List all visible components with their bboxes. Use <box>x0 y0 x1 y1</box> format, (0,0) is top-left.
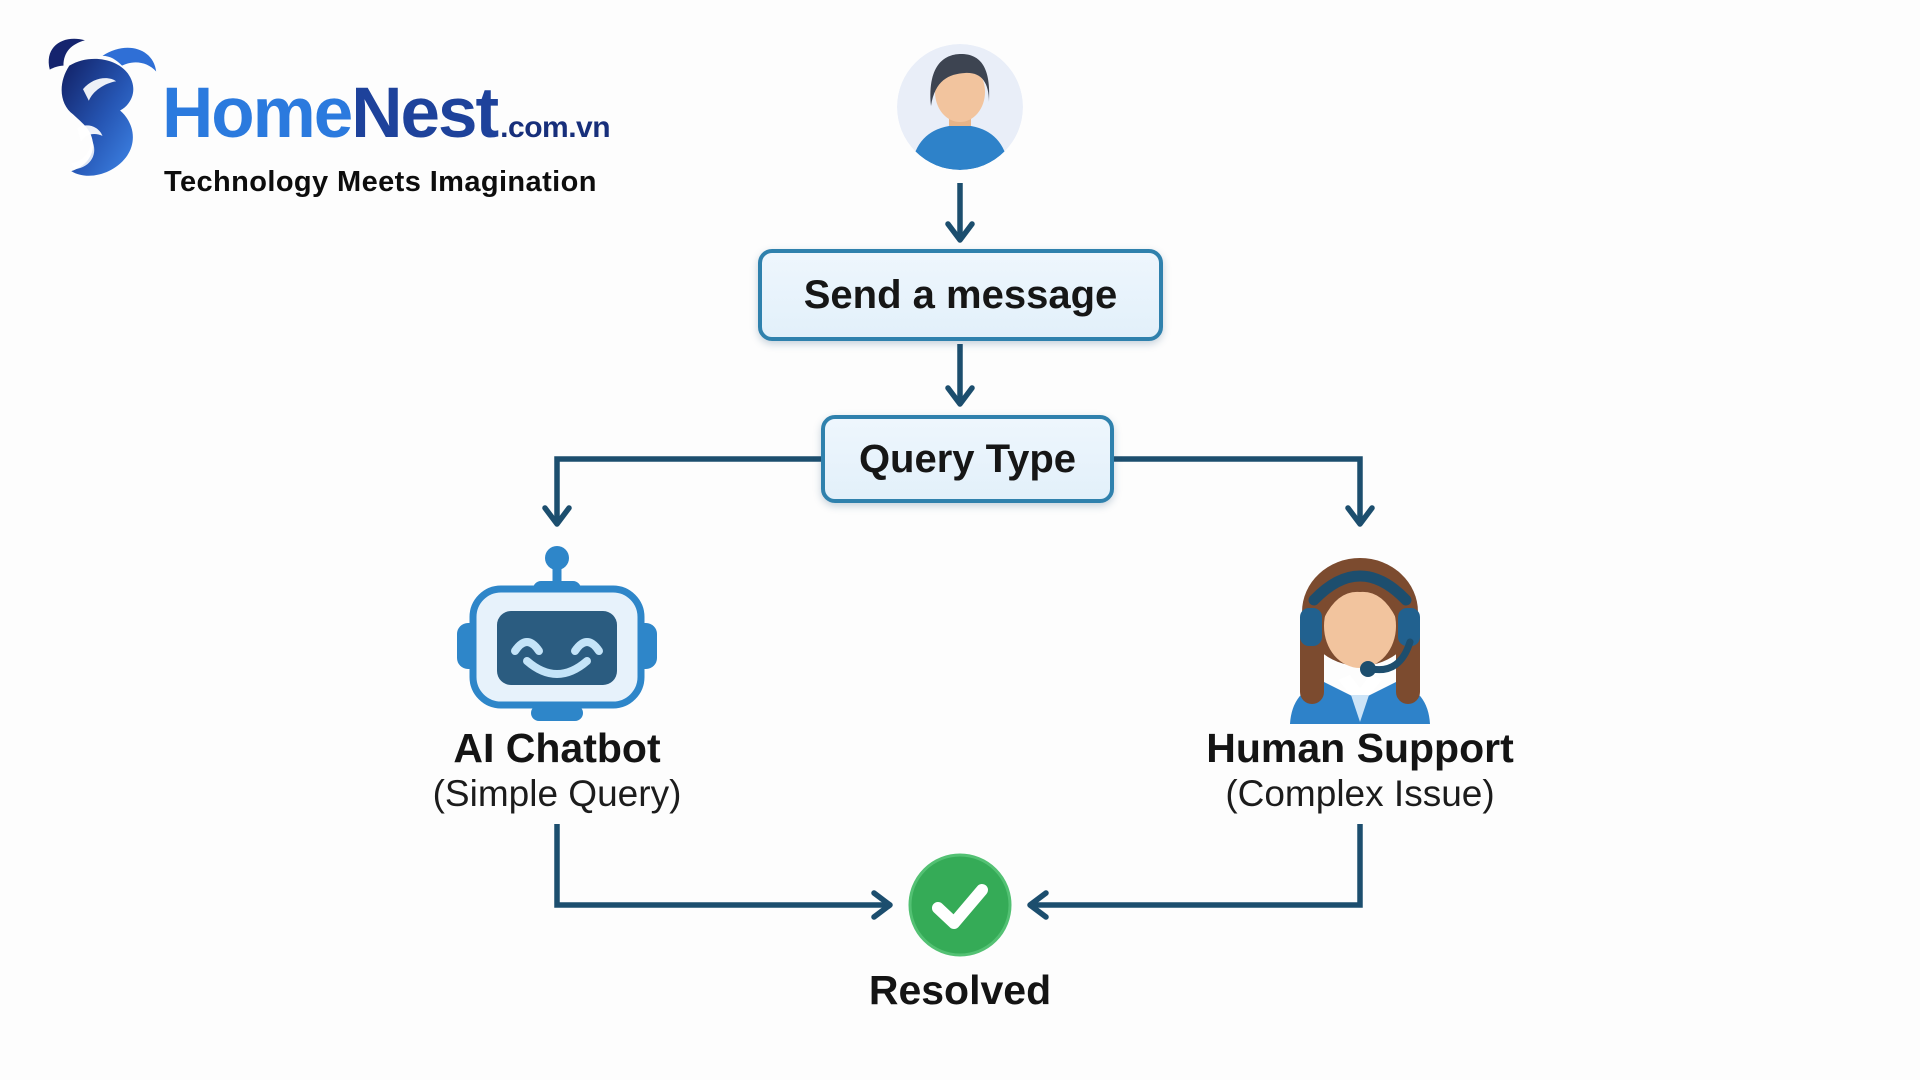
resolved-node <box>908 853 1012 957</box>
ai-chatbot-node <box>457 545 657 723</box>
brand-primary-text: Home <box>162 74 353 153</box>
query-type-box: Query Type <box>821 415 1114 503</box>
ai-chatbot-label: AI Chatbot (Simple Query) <box>337 724 777 816</box>
user-node <box>897 44 1023 170</box>
query-type-label: Query Type <box>858 436 1077 481</box>
edge-chatbot-to-resolved-arrow <box>554 824 893 920</box>
send-message-box: Send a message <box>758 249 1163 341</box>
human-support-title: Human Support <box>1206 725 1514 771</box>
bull-logo-icon <box>48 38 157 176</box>
user-avatar-icon <box>897 44 1023 170</box>
brand-tagline: Technology Meets Imagination <box>164 166 597 198</box>
ai-chatbot-title: AI Chatbot <box>453 725 661 771</box>
resolved-label: Resolved <box>740 966 1180 1014</box>
robot-icon <box>457 546 657 721</box>
human-support-node <box>1258 542 1462 724</box>
brand-secondary-text: Nest <box>351 74 499 153</box>
edge-query-to-human-arrow <box>1106 456 1375 527</box>
check-circle-icon <box>908 853 1012 957</box>
ai-chatbot-subtitle: (Simple Query) <box>432 773 682 815</box>
human-support-subtitle: (Complex Issue) <box>1225 773 1495 815</box>
human-support-label: Human Support (Complex Issue) <box>1140 724 1580 816</box>
support-agent-icon <box>1290 558 1430 724</box>
resolved-text: Resolved <box>868 967 1052 1013</box>
edge-query-to-chatbot-arrow <box>542 456 821 527</box>
brand-suffix-text: .com.vn <box>500 111 611 144</box>
send-message-label: Send a message <box>803 272 1118 317</box>
edge-human-to-resolved-arrow <box>1027 824 1363 920</box>
